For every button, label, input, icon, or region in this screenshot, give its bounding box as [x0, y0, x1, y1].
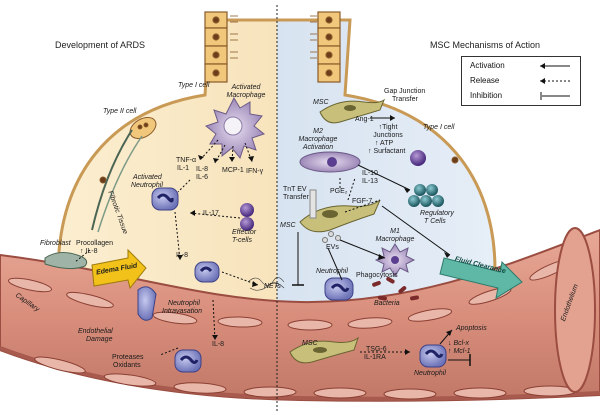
il13-label: IL-13 — [362, 178, 378, 185]
msc-low-label: MSC — [302, 340, 318, 347]
msc-mid-label: MSC — [280, 222, 296, 229]
il8-fibroblast-label: ↑ IL-8 — [80, 248, 98, 255]
m2-label-3: Activation — [302, 144, 334, 151]
effector-t-cells — [240, 203, 254, 231]
alveolus-left — [56, 18, 277, 318]
gap-junction-label-2: Transfer — [392, 96, 418, 103]
tight-junctions-label-2: Junctions — [373, 132, 403, 139]
activated-macrophage-label-2: Macrophage — [226, 92, 266, 99]
effector-label-1: Effector — [232, 229, 257, 236]
bclx-label: ↓ Bcl-x — [448, 340, 469, 347]
activated-macrophage-label-1: Activated — [231, 84, 261, 91]
il1ra-label: IL-1RA — [364, 354, 386, 361]
tnf-alpha-label: TNF-α — [176, 157, 196, 164]
tnt-ev-label-2: Transfer — [283, 194, 309, 201]
legend-inhibition-label: Inhibition — [470, 91, 503, 100]
airway-cells — [204, 11, 341, 83]
regulatory-t-cells — [408, 184, 444, 207]
legend-arrow-icons — [540, 63, 570, 100]
bacteria — [372, 277, 419, 301]
il6-label: IL-6 — [196, 174, 209, 181]
fgf7-label: FGF-7 — [352, 198, 373, 205]
edema-fluid-arrow — [91, 248, 147, 290]
m2-macrophage — [299, 151, 361, 173]
capillary-end — [554, 227, 596, 393]
activated-neutrophil-label-2: Neutrophil — [131, 182, 163, 189]
neutrophil-right — [324, 277, 354, 301]
tight-junctions-label-1: ↑Tight — [378, 124, 398, 131]
pge2-label: PGE₂ — [330, 188, 348, 195]
evs-label: EVs — [326, 244, 339, 251]
mcl1-label: ↑ Mcl-1 — [448, 348, 471, 355]
apoptosis-label: Apoptosis — [456, 325, 487, 332]
fibroblast-label: Fibroblast — [40, 240, 71, 247]
neutrophil-intravasation-label-2: Intravasation — [162, 308, 203, 315]
msc-mid — [299, 189, 381, 233]
right-panel-title: MSC Mechanisms of Action — [430, 40, 541, 50]
legend-release-label: Release — [470, 76, 500, 85]
msc-top — [319, 98, 386, 124]
mcp1-label: MCP-1 — [222, 167, 244, 174]
surfactant-label: ↑ Surfactant — [368, 148, 406, 155]
type2-right-cell — [410, 150, 426, 166]
m1-label-1: M1 — [390, 228, 400, 235]
neutrophil-low-right — [419, 344, 447, 368]
type1-cell-label-left: Type I cell — [178, 82, 210, 89]
tnt-ev-label-1: TnT EV — [283, 186, 307, 193]
regulatory-label-1: Regulatory — [420, 210, 454, 217]
type2-cell-label: Type II cell — [103, 108, 137, 115]
fluid-clearance-arrow — [439, 257, 523, 300]
activated-neutrophil-label-1: Activated — [133, 174, 162, 181]
phagocytosis-label: Phagocytosis — [356, 272, 398, 279]
neutrophil-intravasation-label-1: Neutrophil — [168, 300, 200, 307]
neutrophils-left — [137, 187, 220, 373]
msc-low — [289, 336, 359, 364]
gap-junction-label-1: Gap Junction — [384, 88, 426, 95]
effector-label-2: T-cells — [232, 237, 252, 244]
endothelial-damage-label-2: Damage — [86, 336, 113, 343]
fibroblast — [44, 129, 143, 270]
neutrophil-right-label: Neutrophil — [316, 268, 348, 275]
regulatory-label-2: T Cells — [424, 218, 446, 225]
nets-label: NETs — [264, 283, 281, 290]
legend: Activation Release Inhibition — [461, 56, 581, 106]
bacteria-label: Bacteria — [374, 300, 400, 307]
type1-cell-label-right: Type I cell — [423, 124, 455, 131]
il8-low-label: IL-8 — [212, 341, 225, 348]
ang1-label: Ang-1 — [355, 116, 374, 123]
neutrophil-low-label: Neutrophil — [414, 370, 446, 377]
m2-label-2: Macrophage — [298, 136, 338, 143]
oxidants-label: Oxidants — [113, 362, 141, 369]
tsg6-label: TSG-6 — [366, 346, 387, 353]
msc-top-label: MSC — [313, 99, 329, 106]
activated-macrophage — [204, 96, 266, 160]
endothelial-damage-label-1: Endothelial — [78, 328, 113, 335]
il17-label: IL-17 — [203, 210, 219, 217]
evs — [322, 231, 341, 243]
procollagen-label: Procollagen — [76, 240, 113, 247]
cilia — [230, 15, 317, 59]
arrowheads — [177, 115, 452, 355]
legend-activation-label: Activation — [470, 61, 505, 70]
il10-label: IL-10 — [362, 170, 378, 177]
il8-mac-label: IL-8 — [196, 166, 209, 173]
m1-label-2: Macrophage — [375, 236, 415, 243]
il8-mid-label: IL-8 — [176, 252, 189, 259]
nets-strands — [247, 277, 285, 291]
atp-label: ↑ ATP — [375, 140, 394, 147]
type2-cell — [99, 117, 459, 184]
il1-label: IL-1 — [177, 165, 190, 172]
inhibition-bars — [292, 284, 471, 366]
m2-label-1: M2 — [313, 128, 323, 135]
proteases-label: Proteases — [112, 354, 144, 361]
left-panel-title: Development of ARDS — [55, 40, 146, 50]
ifn-gamma-label: IFN-γ — [246, 168, 264, 175]
